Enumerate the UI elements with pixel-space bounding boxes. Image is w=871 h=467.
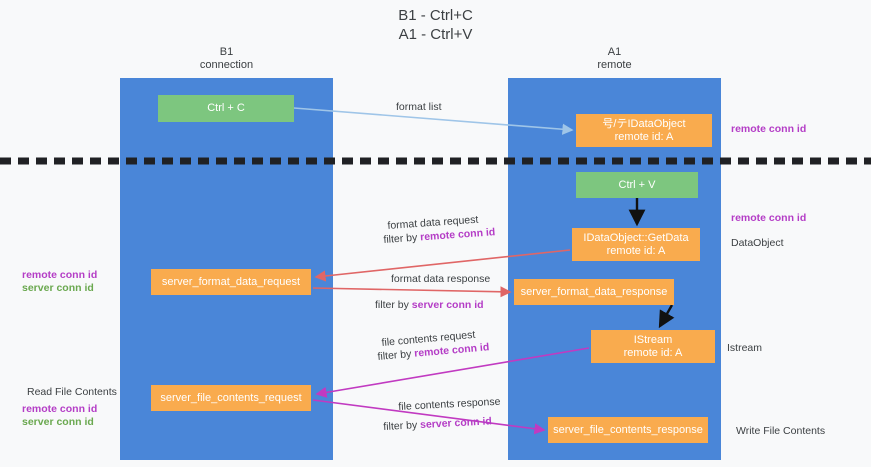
filter-key: server conn id: [411, 299, 484, 311]
filter-prefix: filter by: [375, 299, 412, 311]
edge-label-format-data-response: format data response: [391, 273, 491, 285]
column-header-a1: A1 remote: [597, 46, 632, 71]
connector-format-data-response: [312, 286, 512, 298]
filter-prefix: filter by: [377, 347, 415, 363]
edge-label-format-data-response-filter: filter by server conn id: [375, 298, 484, 312]
diagram-title: B1 - Ctrl+C A1 - Ctrl+V: [398, 7, 473, 43]
right-label-write-file-contents: Write File Contents: [736, 425, 826, 437]
right-label-remote-conn-id-mid: remote conn id: [731, 212, 807, 224]
right-label-dataobject: DataObject: [731, 237, 784, 249]
node-server-format-data-request[interactable]: server_format_data_request: [151, 269, 311, 295]
right-label-remote-conn-id-top: remote conn id: [731, 123, 807, 135]
edge-label-format-list: format list: [396, 101, 442, 113]
node-server-file-contents-response[interactable]: server_file_contents_response: [548, 417, 708, 443]
node-server-format-data-response[interactable]: server_format_data_response: [514, 279, 674, 305]
node-idataobject[interactable]: 号/テIDataObject remote id: A: [576, 114, 712, 147]
filter-prefix: filter by: [383, 419, 421, 433]
node-idataobject-getdata[interactable]: IDataObject::GetData remote id: A: [572, 228, 700, 261]
left-label-remote-conn-id-1: remote conn id: [22, 269, 98, 281]
filter-key: server conn id: [419, 415, 493, 432]
filter-prefix: filter by: [383, 231, 421, 246]
filter-key: remote conn id: [419, 226, 496, 244]
node-ctrl-c[interactable]: Ctrl + C: [158, 95, 294, 122]
left-label-remote-conn-id-2: remote conn id: [22, 403, 98, 415]
column-header-b1: B1 connection: [199, 46, 254, 71]
node-server-file-contents-request[interactable]: server_file_contents_request: [151, 385, 311, 411]
right-label-istream: Istream: [727, 342, 763, 354]
left-label-server-conn-id-1: server conn id: [22, 282, 94, 294]
left-label-server-conn-id-2: server conn id: [22, 416, 94, 428]
edge-label-file-contents-response: file contents response: [398, 395, 501, 413]
left-label-read-file-contents: Read File Contents: [27, 386, 117, 398]
edge-label-file-contents-response-filter: filter by server conn id: [383, 414, 492, 434]
node-istream[interactable]: IStream remote id: A: [591, 330, 715, 363]
node-ctrl-v[interactable]: Ctrl + V: [576, 172, 698, 198]
